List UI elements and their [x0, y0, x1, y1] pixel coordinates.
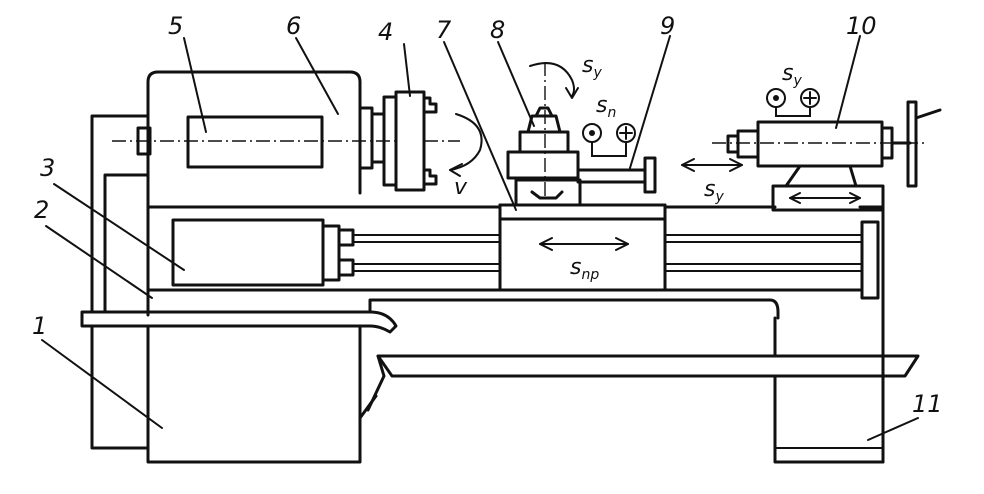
- tailstock-base-arrow: [789, 192, 861, 204]
- label-7: 7: [436, 16, 452, 44]
- cutting-speed-symbol: v: [454, 175, 468, 200]
- longitudinal-feed-symbol: snp: [570, 255, 599, 283]
- label-4: 4: [378, 18, 393, 46]
- right-pedestal: [773, 316, 885, 464]
- tool-rotation-arrow: [529, 62, 579, 99]
- label-6: 6: [286, 12, 301, 40]
- lead-screw-and-feed-rod: [352, 220, 880, 300]
- leader-lines: [41, 35, 919, 441]
- longitudinal-feed-arrow: [539, 237, 629, 251]
- tool-post: [506, 62, 657, 206]
- label-9: 9: [660, 12, 675, 40]
- headstock: [136, 70, 386, 195]
- tailstock: [712, 100, 942, 212]
- feed-gearbox: [171, 218, 355, 287]
- tailstock-quill-arrow: [681, 158, 743, 172]
- apron: [498, 203, 667, 292]
- bed: [90, 114, 885, 464]
- label-8: 8: [490, 16, 505, 44]
- bed-top-tray: [80, 298, 780, 334]
- label-5: 5: [168, 12, 183, 40]
- label-10: 10: [846, 12, 877, 40]
- chuck: [382, 90, 438, 192]
- tailstock-feed-symbols: [766, 88, 820, 117]
- tool-feed-symbol: sy: [582, 53, 602, 81]
- spindle-rotation-arrow: [449, 113, 483, 177]
- left-pedestal: [90, 324, 378, 464]
- label-2: 2: [34, 196, 49, 224]
- label-11: 11: [912, 390, 943, 418]
- quill-feed-symbol: sy: [704, 177, 724, 205]
- tailstock-feed-symbol: sy: [782, 61, 802, 89]
- label-3: 3: [40, 154, 55, 182]
- cross-feed-symbol: sn: [596, 93, 616, 121]
- label-1: 1: [32, 312, 47, 340]
- chip-tray: [376, 354, 920, 378]
- cross-feed-symbols: [582, 123, 636, 157]
